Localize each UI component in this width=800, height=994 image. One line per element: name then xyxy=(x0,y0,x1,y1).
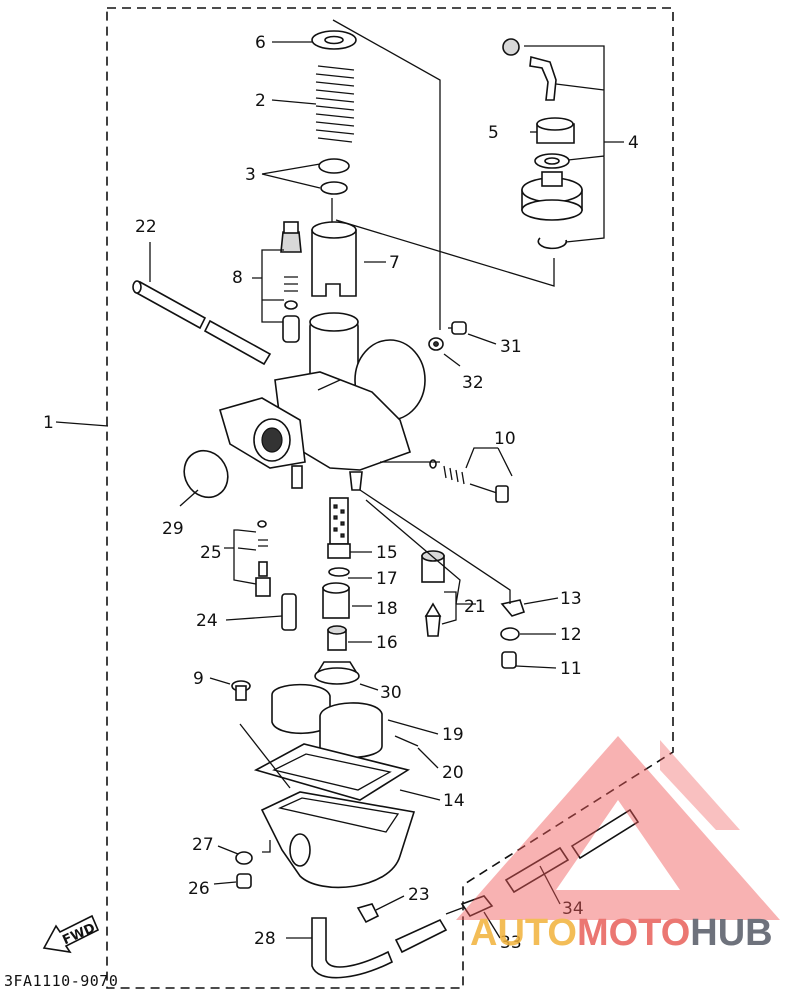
carburetor-body xyxy=(219,312,426,491)
diagram-code: 3FA1110-9070 xyxy=(4,972,118,990)
callout-16: 16 xyxy=(376,633,398,653)
callout-18: 18 xyxy=(376,599,398,619)
part-15-needle-jet xyxy=(327,497,351,559)
part-10-throttle-stop-screw xyxy=(429,459,509,503)
callout-5: 5 xyxy=(488,123,499,143)
part-31-screw xyxy=(448,321,467,335)
part-3-clip xyxy=(318,158,350,195)
part-28-hose-segment xyxy=(394,918,448,954)
callout-21: 21 xyxy=(464,597,486,617)
callout-13: 13 xyxy=(560,589,582,609)
part-23-screw xyxy=(356,903,380,924)
callout-26: 26 xyxy=(188,879,210,899)
watermark-hub: HUB xyxy=(690,912,772,954)
part-20-float-pin xyxy=(394,735,419,747)
callout-2: 2 xyxy=(255,91,266,111)
watermark-auto: AUTO xyxy=(470,912,577,954)
part-12-washer xyxy=(500,627,520,641)
callout-17: 17 xyxy=(376,569,398,589)
assembly-boundary xyxy=(106,7,674,989)
callout-6: 6 xyxy=(255,33,266,53)
callout-31: 31 xyxy=(500,337,522,357)
part-22-hose xyxy=(132,280,272,366)
watermark-inner-triangle xyxy=(660,740,740,830)
part-28-drain-hose xyxy=(311,917,394,979)
callout-12: 12 xyxy=(560,625,582,645)
callout-3: 3 xyxy=(245,165,256,185)
callout-7: 7 xyxy=(389,253,400,273)
callout-29: 29 xyxy=(162,519,184,539)
callout-numbers: 1 2 3 4 5 6 7 8 9 10 11 12 13 14 15 16 1… xyxy=(43,33,639,953)
callout-11: 11 xyxy=(560,659,582,679)
part-6-washer xyxy=(311,30,357,50)
callout-25: 25 xyxy=(200,543,222,563)
part-4-cap-assembly xyxy=(502,38,583,250)
part-29-o-ring xyxy=(183,449,229,499)
part-11-screw xyxy=(501,651,517,669)
watermark-logo: AUTOMOTOHUB xyxy=(456,736,780,954)
part-26-drain-screw xyxy=(236,873,252,889)
part-25-pilot-screw xyxy=(237,520,271,597)
callout-30: 30 xyxy=(380,683,402,703)
part-8-starter-plunger xyxy=(280,221,302,343)
part-16-jet-holder xyxy=(327,625,347,651)
callout-1: 1 xyxy=(43,413,54,433)
callout-10: 10 xyxy=(494,429,516,449)
callout-28: 28 xyxy=(254,929,276,949)
float-bowl xyxy=(260,791,416,889)
callout-32: 32 xyxy=(462,373,484,393)
callout-9: 9 xyxy=(193,669,204,689)
watermark-triangle xyxy=(456,736,780,920)
callout-22: 22 xyxy=(135,217,157,237)
part-30-cap xyxy=(314,661,360,685)
part-17-o-ring xyxy=(328,567,350,577)
part-5-cap xyxy=(536,117,575,144)
part-34-hose xyxy=(504,808,640,894)
callout-15: 15 xyxy=(376,543,398,563)
part-32-washer xyxy=(428,337,444,351)
part-24-pilot-jet xyxy=(281,593,297,631)
leader-lines xyxy=(55,19,624,939)
callout-14: 14 xyxy=(443,791,465,811)
part-27-washer xyxy=(235,851,253,865)
callout-4: 4 xyxy=(628,133,639,153)
callout-19: 19 xyxy=(442,725,464,745)
callout-23: 23 xyxy=(408,885,430,905)
callout-33: 33 xyxy=(500,933,522,953)
callout-20: 20 xyxy=(442,763,464,783)
watermark-text: AUTOMOTOHUB xyxy=(470,912,773,954)
part-13-clip xyxy=(500,599,526,617)
part-18-main-jet xyxy=(322,582,350,619)
part-19-float xyxy=(271,683,383,759)
part-2-spring xyxy=(315,65,355,143)
watermark-moto: MOTO xyxy=(577,912,690,954)
part-7-throttle-valve xyxy=(311,198,357,297)
fwd-arrow: FWD xyxy=(42,914,100,954)
callout-24: 24 xyxy=(196,611,218,631)
part-9-screw xyxy=(231,680,251,701)
callout-27: 27 xyxy=(192,835,214,855)
callout-34: 34 xyxy=(562,899,584,919)
part-33-fitting xyxy=(445,895,494,918)
callout-8: 8 xyxy=(232,268,243,288)
part-14-gasket xyxy=(253,743,411,801)
